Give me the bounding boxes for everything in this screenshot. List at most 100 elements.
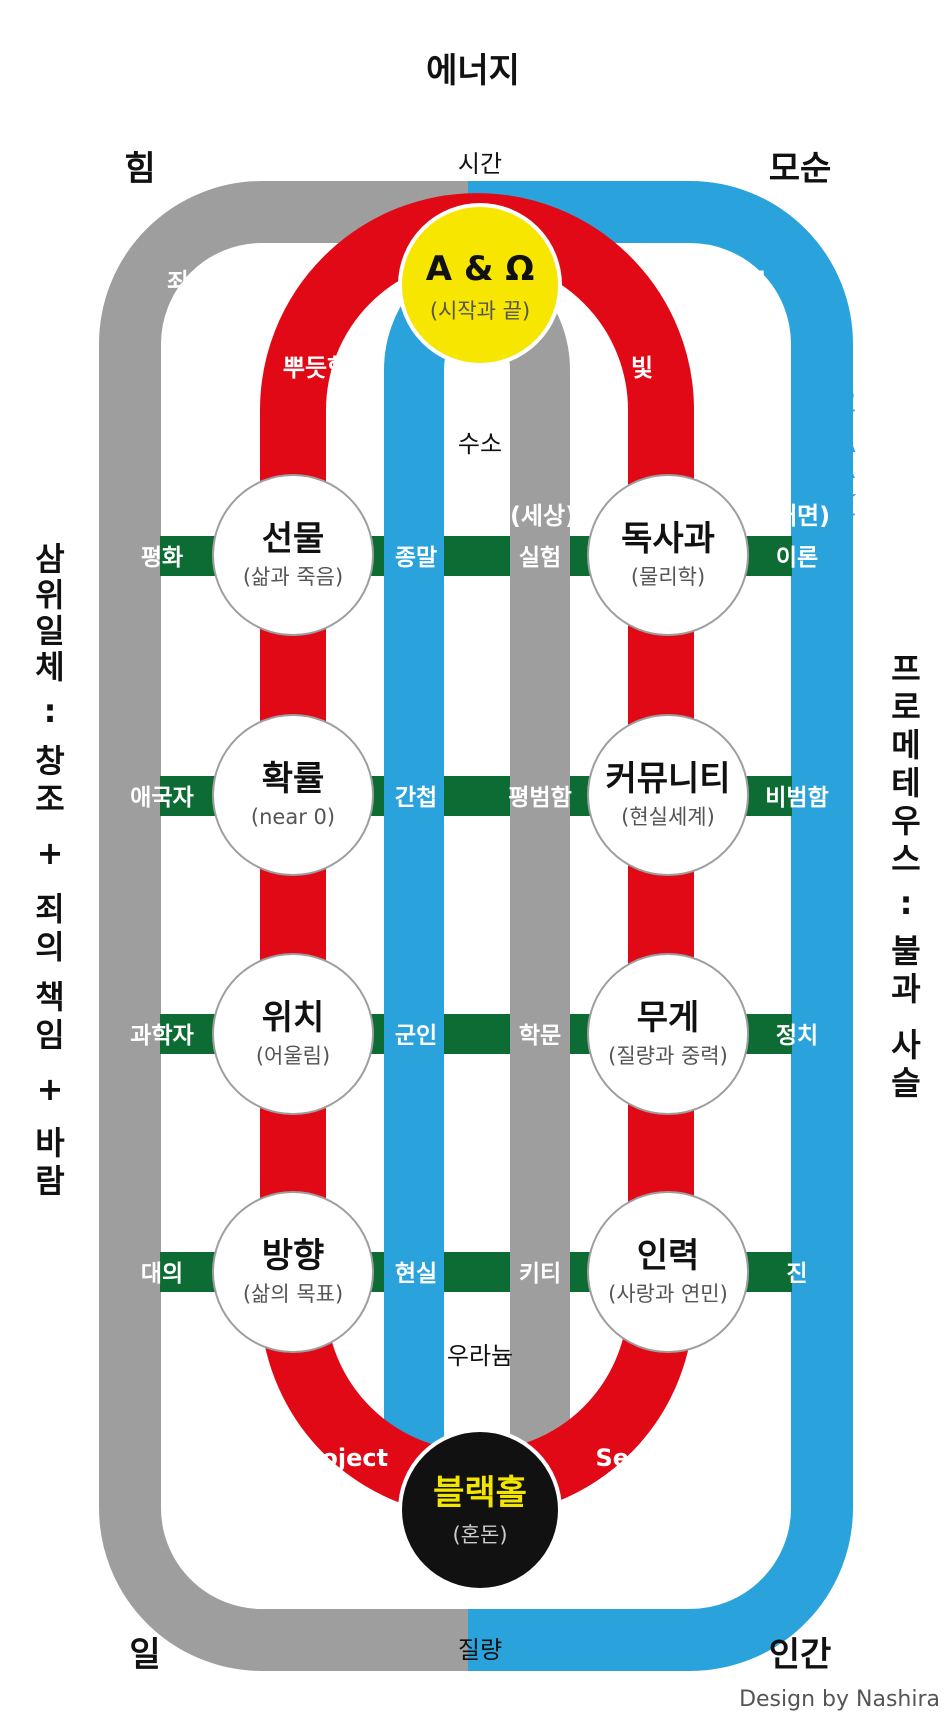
start-letter: T: [840, 511, 855, 536]
station-sub: (질량과 중력): [608, 1044, 728, 1068]
start-letter: A: [840, 433, 855, 458]
track-label-project: Project: [292, 1444, 388, 1472]
station-node: 방향 (삶의 목표): [212, 1191, 374, 1353]
left-vertical-char: 임: [35, 1016, 64, 1054]
left-vertical-char: 창: [35, 742, 64, 780]
left-vertical-char: +: [37, 834, 64, 872]
center-label-hydrogen: 수소: [458, 430, 502, 458]
corner-bottom-right: 인간: [769, 1635, 832, 1675]
track-label-world: (세상): [510, 502, 576, 530]
station-title: 선물: [262, 519, 325, 559]
track-overlays: [100, 536, 852, 1292]
left-vertical-char: 의: [35, 928, 64, 966]
bar-label-left: 평화: [141, 545, 183, 571]
left-vertical-char: 위: [35, 576, 64, 614]
station-title: 인력: [637, 1236, 700, 1276]
left-vertical-char: 람: [35, 1162, 64, 1200]
bar-label-mid-left: 군인: [395, 1023, 437, 1049]
track-label-inner: (내면): [764, 502, 830, 530]
start-letter: S: [841, 381, 855, 406]
left-vertical-char: 체: [35, 648, 64, 686]
track-label-guilt: 죄책감: [167, 268, 233, 296]
station-sub: (어울림): [256, 1044, 330, 1068]
station-nodes: 선물 (삶과 죽음) 독사과 (물리학) 확률 (near 0) 커뮤니티 (현…: [212, 474, 749, 1353]
right-vertical-char: 스: [891, 840, 920, 878]
station-title: 위치: [262, 998, 325, 1038]
start-marker: S T A R ★ T: [838, 381, 858, 536]
bar-label-right: 비범함: [765, 785, 828, 811]
station-title: 독사과: [621, 519, 715, 559]
top-title: 에너지: [426, 51, 520, 91]
station-sub: (삶의 목표): [243, 1282, 343, 1306]
left-vertical-char: 삼: [35, 540, 64, 578]
bar-label-mid-right: 학문: [519, 1023, 561, 1049]
alpha-omega-title: A & Ω: [426, 249, 535, 289]
right-vertical-char: 불: [891, 932, 920, 970]
bar-label-mid-right: 실험: [519, 545, 561, 571]
bar-label-left: 애국자: [130, 785, 193, 811]
left-vertical-char: +: [37, 1070, 64, 1108]
blackhole-node: 블랙홀 (혼돈): [398, 1428, 562, 1592]
track-label-sex: Sex: [595, 1444, 645, 1472]
alpha-omega-node: A & Ω (시작과 끝): [398, 203, 562, 367]
blackhole-sub: (혼돈): [452, 1523, 507, 1547]
right-vertical-char: 테: [891, 764, 920, 802]
station-sub: (near 0): [251, 805, 335, 829]
right-vertical-char: 로: [891, 688, 920, 726]
start-letter: T: [840, 407, 855, 432]
left-vertical-char: :: [44, 692, 57, 730]
bar-label-mid-right: 키티: [519, 1261, 561, 1287]
alpha-omega-sub: (시작과 끝): [430, 299, 530, 323]
left-vertical-caption: 삼 위 일 체 : 창 조 + 죄 의 책 임 + 바 람: [35, 540, 65, 1200]
design-credit: Design by Nashira: [739, 1687, 940, 1712]
station-sub: (삶과 죽음): [243, 565, 343, 589]
bar-label-right: 진: [786, 1261, 807, 1287]
left-vertical-char: 바: [35, 1124, 65, 1162]
left-vertical-char: 조: [35, 780, 64, 818]
station-title: 커뮤니티: [605, 759, 730, 799]
track-label-pride: 뿌듯함: [283, 354, 349, 382]
left-vertical-char: 책: [35, 978, 64, 1016]
corner-bottom-left: 일: [129, 1635, 160, 1675]
bar-label-mid-left: 현실: [395, 1261, 437, 1287]
bar-label-right: 정치: [776, 1023, 818, 1049]
corner-top-left: 힘: [124, 149, 155, 189]
red-line: [260, 193, 694, 1517]
station-node: 커뮤니티 (현실세계): [587, 714, 749, 876]
station-title: 확률: [262, 759, 325, 799]
center-label-uranium: 우라늄: [447, 1342, 513, 1370]
station-node: 독사과 (물리학): [587, 474, 749, 636]
start-letter: R: [840, 459, 855, 484]
right-vertical-char: :: [900, 884, 913, 922]
station-node: 확률 (near 0): [212, 714, 374, 876]
bar-label-mid-right: 평범함: [508, 785, 571, 811]
crossbars: [110, 536, 850, 1292]
right-vertical-caption: 프 로 메 테 우 스 : 불 과 사 슬: [891, 650, 921, 1102]
left-vertical-char: 일: [35, 612, 64, 650]
right-vertical-char: 메: [891, 726, 920, 764]
station-sub: (물리학): [631, 565, 705, 589]
center-label-mass: 질량: [458, 1636, 502, 1664]
right-vertical-char: 프: [891, 650, 920, 688]
blackhole-title: 블랙홀: [433, 1473, 527, 1513]
bar-label-mid-left: 간첩: [395, 785, 437, 811]
station-sub: (현실세계): [621, 805, 715, 829]
center-label-time: 시간: [458, 150, 502, 178]
star-icon: ★: [838, 485, 858, 510]
track-label-water: 물: [745, 268, 767, 296]
left-vertical-char: 죄: [35, 890, 64, 928]
bar-label-left: 과학자: [130, 1023, 193, 1049]
corner-top-right: 모순: [769, 149, 832, 189]
station-node: 선물 (삶과 죽음): [212, 474, 374, 636]
bar-label-mid-left: 종말: [395, 545, 437, 571]
crossbar-labels: 평화 종말 실험 이론 애국자 간첩 평범함 비범함 과학자 군인 학문 정치 …: [130, 545, 828, 1287]
right-vertical-char: 우: [891, 802, 920, 840]
station-node: 무게 (질량과 중력): [587, 953, 749, 1115]
station-title: 무게: [637, 998, 700, 1038]
station-node: 인력 (사랑과 연민): [587, 1191, 749, 1353]
station-sub: (사랑과 연민): [608, 1282, 728, 1306]
right-vertical-char: 슬: [891, 1064, 920, 1102]
track-label-star: 별: [715, 1556, 737, 1584]
right-vertical-char: 사: [891, 1026, 921, 1064]
